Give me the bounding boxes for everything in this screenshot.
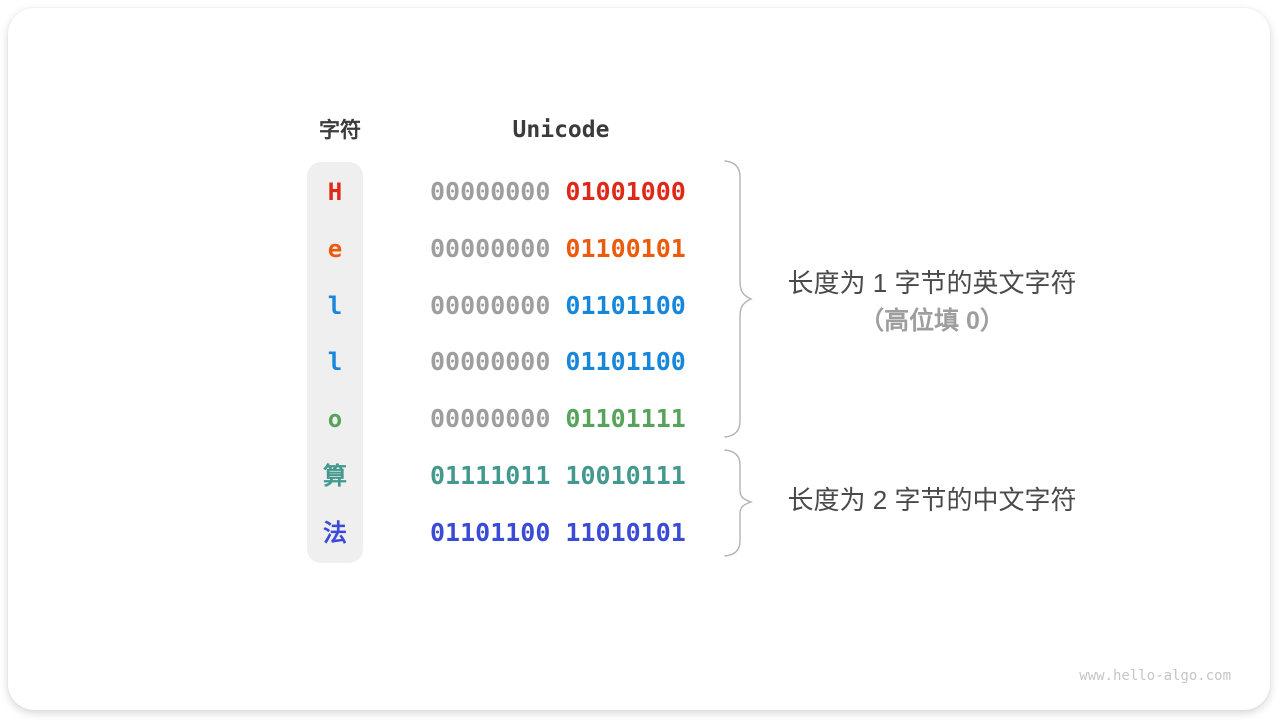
character-cell: o (327, 405, 343, 433)
binary-byte-low: 01101100 (565, 347, 686, 376)
annotation-english: 长度为 1 字节的英文字符 （高位填 0） (762, 264, 1102, 340)
brace-english-group (724, 160, 753, 438)
binary-byte-high: 00000000 (430, 234, 551, 263)
annotation-chinese: 长度为 2 字节的中文字符 (762, 481, 1102, 519)
table-row: 法 01101100 11010101 (8, 516, 1270, 550)
table-row: l 00000000 01101100 (8, 345, 1270, 379)
unicode-binary: 00000000 01101111 (430, 402, 686, 436)
annotation-english-line1: 长度为 1 字节的英文字符 (787, 268, 1077, 298)
unicode-binary: 00000000 01101100 (430, 289, 686, 323)
binary-byte-low: 01101111 (565, 404, 686, 433)
character-cell: l (327, 348, 343, 376)
binary-byte-high: 00000000 (430, 177, 551, 206)
character-cell: 算 (323, 462, 347, 490)
unicode-binary: 01101100 11010101 (430, 516, 686, 550)
binary-byte-high: 01101100 (430, 518, 551, 547)
annotation-english-line2: （高位填 0） (859, 307, 1005, 335)
binary-byte-high: 00000000 (430, 291, 551, 320)
binary-byte-high: 00000000 (430, 347, 551, 376)
character-column-background (307, 162, 363, 563)
column-header-char: 字符 (319, 119, 361, 142)
brace-chinese-group (724, 449, 754, 557)
table-row: H 00000000 01001000 (8, 175, 1270, 209)
table-row: l 00000000 01101100 (8, 289, 1270, 323)
unicode-binary: 01111011 10010111 (430, 459, 686, 493)
character-cell: 法 (323, 519, 347, 547)
table-row: o 00000000 01101111 (8, 402, 1270, 436)
binary-byte-low: 01100101 (565, 234, 686, 263)
figure-card: 字符 Unicode H 00000000 01001000 e 00000000… (8, 8, 1270, 710)
watermark: www.hello-algo.com (1079, 668, 1231, 684)
unicode-binary: 00000000 01001000 (430, 175, 686, 209)
binary-byte-low: 10010111 (565, 461, 686, 490)
character-cell: l (327, 292, 343, 320)
binary-byte-low: 01101100 (565, 291, 686, 320)
binary-byte-high: 01111011 (430, 461, 551, 490)
binary-byte-low: 11010101 (565, 518, 686, 547)
unicode-binary: 00000000 01100101 (430, 232, 686, 266)
character-cell: H (327, 178, 343, 206)
binary-byte-high: 00000000 (430, 404, 551, 433)
column-header-unicode: Unicode (512, 117, 610, 143)
table-row: e 00000000 01100101 (8, 232, 1270, 266)
annotation-chinese-line1: 长度为 2 字节的中文字符 (787, 485, 1077, 515)
character-cell: e (327, 235, 343, 263)
unicode-binary: 00000000 01101100 (430, 345, 686, 379)
binary-byte-low: 01001000 (565, 177, 686, 206)
table-row: 算 01111011 10010111 (8, 459, 1270, 493)
